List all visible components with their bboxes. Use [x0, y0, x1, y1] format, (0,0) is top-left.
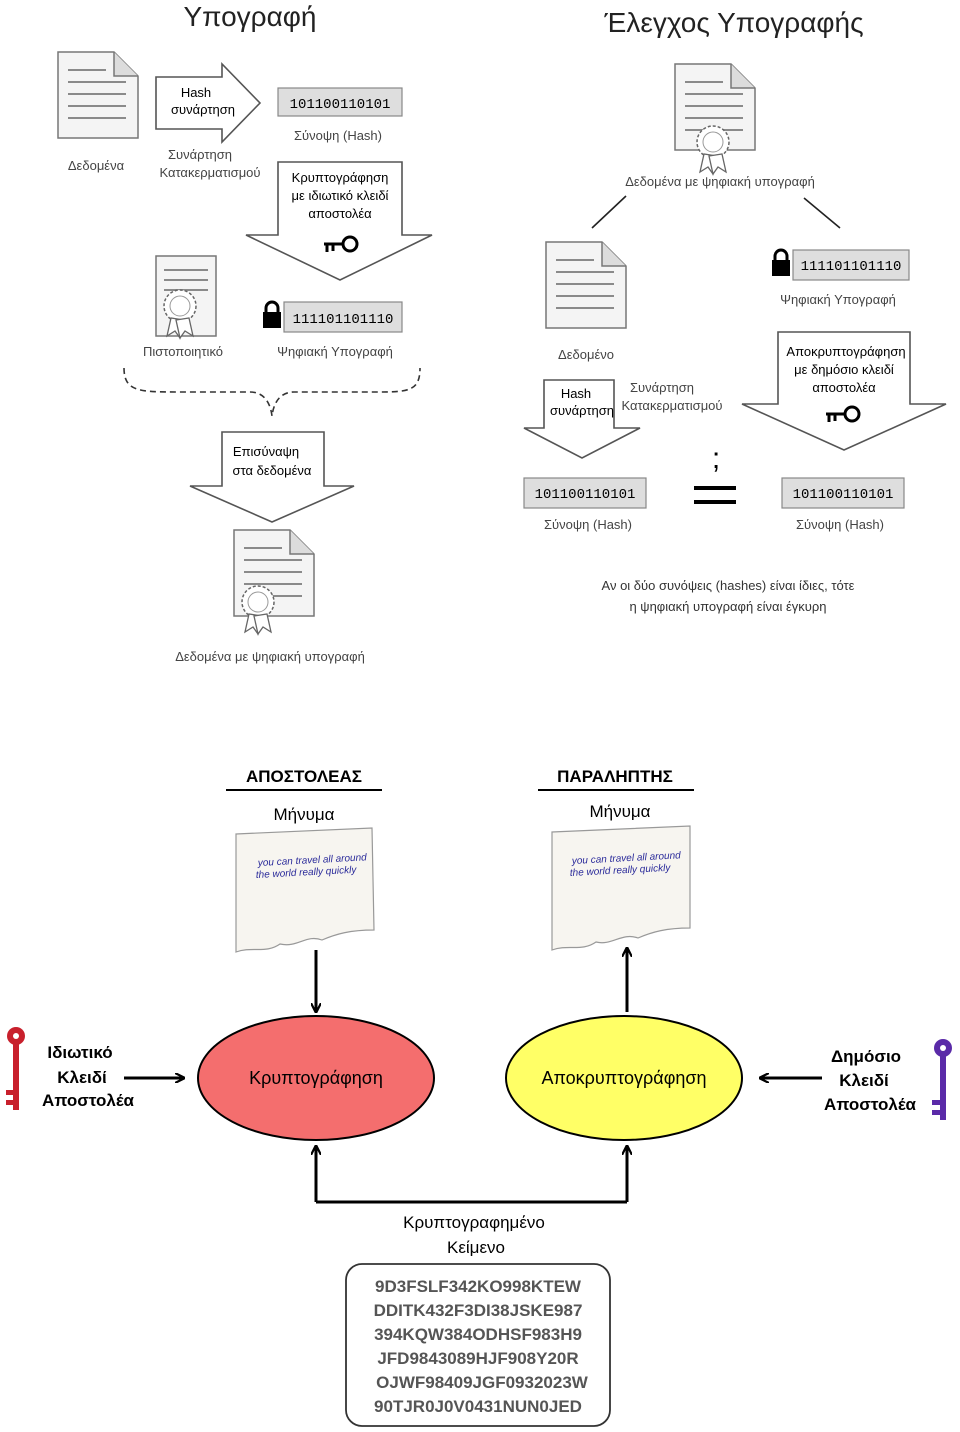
verify-hash-fn-line1: Hash — [561, 386, 591, 401]
hash-caption: Σύνοψη (Hash) — [294, 128, 382, 143]
data-document-icon — [57, 51, 139, 139]
hash-function-caption-2: Κατακερματισμού — [159, 165, 260, 180]
conclusion-line2: η ψηφιακή υπογραφή είναι έγκυρη — [629, 599, 826, 614]
decrypt-ellipse: Αποκρυπτογράφηση — [505, 1015, 743, 1141]
lock-icon — [770, 248, 792, 278]
ciphertext-line: DDITK432F3DI38JSKE987 — [374, 1301, 583, 1320]
hash-function-line1: Hash — [181, 85, 211, 100]
attach-arrow: Επισύναψη στα δεδομένα — [189, 431, 355, 523]
signature-value-box: 111101101110 — [261, 300, 403, 333]
signing-title: Υπογραφή — [183, 1, 316, 32]
hash-function-caption-1: Συνάρτηση — [168, 147, 232, 162]
verify-signature-box: 111101101110 — [770, 248, 910, 281]
conclusion-line1: Αν οι δύο συνόψεις (hashes) είναι ίδιες,… — [602, 578, 855, 593]
computed-hash-box: 101100110101 — [523, 477, 647, 509]
decrypt-line2: με δημόσιο κλειδί — [794, 362, 894, 377]
verify-hash-fn-caption-2: Κατακερματισμού — [621, 398, 722, 413]
hash-function-line2: συνάρτηση — [171, 102, 235, 117]
receiver-heading: ΠΑΡΑΛΗΠΤΗΣ — [557, 767, 673, 786]
decrypt-line3: αποστολέα — [812, 380, 876, 395]
ciphertext-line: 90TJR0J0V0431NUN0JED — [374, 1397, 582, 1416]
public-key-line1: Δημόσιο — [831, 1047, 901, 1066]
hash-value-box: 101100110101 — [277, 87, 403, 117]
signed-document-icon-verify — [674, 63, 756, 175]
sender-heading: ΑΠΟΣΤΟΛΕΑΣ — [246, 767, 362, 786]
signature-caption: Ψηφιακή Υπογραφή — [277, 344, 393, 359]
decrypt-public-key-arrow: Αποκρυπτογράφηση με δημόσιο κλειδί αποστ… — [741, 331, 947, 451]
private-key-icon — [6, 1027, 25, 1110]
ciphertext-label-line2: Κείμενο — [447, 1238, 505, 1257]
ciphertext-line: OJWF98409JGF0932023W — [376, 1373, 589, 1392]
encrypt-label: Κρυπτογράφηση — [249, 1068, 383, 1088]
signature-value: 111101101110 — [293, 312, 394, 328]
verify-hash-fn-caption-1: Συνάρτηση — [630, 380, 694, 395]
equals-sign — [694, 486, 736, 504]
verify-hash-fn-line2: συνάρτηση — [550, 403, 614, 418]
computed-hash-value: 101100110101 — [535, 487, 636, 503]
ciphertext-line: JFD9843089HJF908Y20R — [377, 1349, 578, 1368]
decrypt-line1: Αποκρυπτογράφηση — [786, 344, 905, 359]
decrypted-hash-box: 101100110101 — [781, 477, 905, 509]
private-key-line1: Ιδιωτικό — [47, 1043, 112, 1062]
verify-signature-value: 111101101110 — [801, 259, 902, 275]
question-mark: ; — [712, 442, 720, 475]
combine-brace — [123, 367, 421, 417]
private-key-line2: Κλειδί — [57, 1068, 107, 1087]
receiver-message-label: Μήνυμα — [589, 802, 650, 821]
signed-data-label: Δεδομένα με ψηφιακή υπογραφή — [175, 649, 365, 664]
ciphertext-connector — [316, 1146, 627, 1204]
decrypt-label: Αποκρυπτογράφηση — [542, 1068, 707, 1088]
encrypt-private-key-arrow: Κρυπτογράφηση με ιδιωτικό κλειδί αποστολ… — [245, 161, 433, 281]
decrypted-hash-caption: Σύνοψη (Hash) — [796, 517, 884, 532]
hash-value: 101100110101 — [290, 97, 391, 113]
sender-message-note: you can travel all around the world real… — [235, 827, 375, 953]
sender-note-line2: the world really quickly — [256, 865, 358, 881]
encrypt-ellipse: Κρυπτογράφηση — [197, 1015, 435, 1141]
ciphertext-line: 394KQW384ODHSF983H9 — [374, 1325, 582, 1344]
computed-hash-caption: Σύνοψη (Hash) — [544, 517, 632, 532]
encrypt-line1: Κρυπτογράφηση — [292, 170, 389, 185]
receiver-message-note: you can travel all around the world real… — [551, 825, 691, 951]
split-line-left — [591, 195, 627, 229]
ciphertext-line: 9D3FSLF342KO998KTEW — [375, 1277, 582, 1296]
attach-line2: στα δεδομένα — [233, 463, 312, 478]
certificate-icon — [155, 255, 217, 339]
private-key-line3: Αποστολέα — [42, 1091, 134, 1110]
encrypt-line2: με ιδιωτικό κλειδί — [292, 188, 389, 203]
receiver-note-line2: the world really quickly — [570, 863, 672, 879]
encrypt-line3: αποστολέα — [308, 206, 372, 221]
public-key-line3: Αποστολέα — [824, 1095, 916, 1114]
verify-signature-caption: Ψηφιακή Υπογραφή — [780, 292, 896, 307]
data-label: Δεδομένα — [68, 158, 125, 173]
verify-signed-data-label: Δεδομένα με ψηφιακή υπογραφή — [625, 174, 815, 189]
public-key-line2: Κλειδί — [839, 1071, 889, 1090]
attach-line1: Επισύναψη — [233, 444, 299, 459]
verify-data-label: Δεδομένο — [558, 347, 614, 362]
signed-document-icon — [233, 529, 315, 635]
decrypted-hash-value: 101100110101 — [793, 487, 894, 503]
certificate-label: Πιστοποιητικό — [143, 344, 223, 359]
hash-function-arrow: Hash συνάρτηση — [155, 62, 262, 144]
public-key-icon — [932, 1039, 952, 1120]
verification-title: Έλεγχος Υπογραφής — [603, 7, 863, 38]
split-line-right — [803, 197, 841, 229]
sender-message-label: Μήνυμα — [273, 805, 334, 824]
verify-data-document-icon — [545, 241, 627, 329]
verify-hash-function-arrow: Hash συνάρτηση — [523, 379, 641, 459]
lock-icon — [261, 300, 283, 330]
ciphertext-box: 9D3FSLF342KO998KTEW DDITK432F3DI38JSKE98… — [345, 1263, 611, 1427]
ciphertext-label-line1: Κρυπτογραφημένο — [403, 1213, 545, 1232]
